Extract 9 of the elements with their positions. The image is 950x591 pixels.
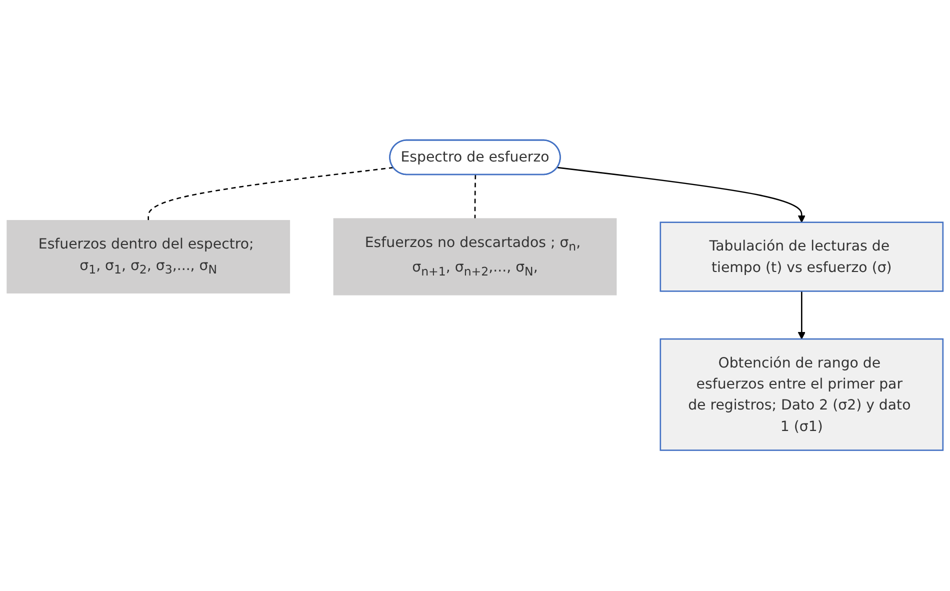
node-box	[660, 222, 944, 292]
node-box	[660, 338, 944, 452]
flowchart: Espectro de esfuerzo Esfuerzos dentro del espectro; σ$_{1}$, σ$_{1}$, σ$_{2}$, σ$_{3}$,..., σ$_{N}$ Esfuerzos no descartados ; σ$_{n}$, σ$_{n+1}$, σ$_{n+2}$,..., σ$_{N}$, Tabulación de lecturas de tiempo (t) vs esfuerzo (σ) Obtención de rango de esfuerzos entre el primer par de registros; Dato 2 (σ2) y dato 1 (σ1)	[0, 133, 950, 458]
node-box	[333, 218, 617, 296]
arrow	[798, 292, 806, 340]
connector	[474, 175, 476, 219]
connector	[148, 167, 394, 221]
node-box	[6, 220, 290, 294]
arrow	[557, 167, 806, 224]
